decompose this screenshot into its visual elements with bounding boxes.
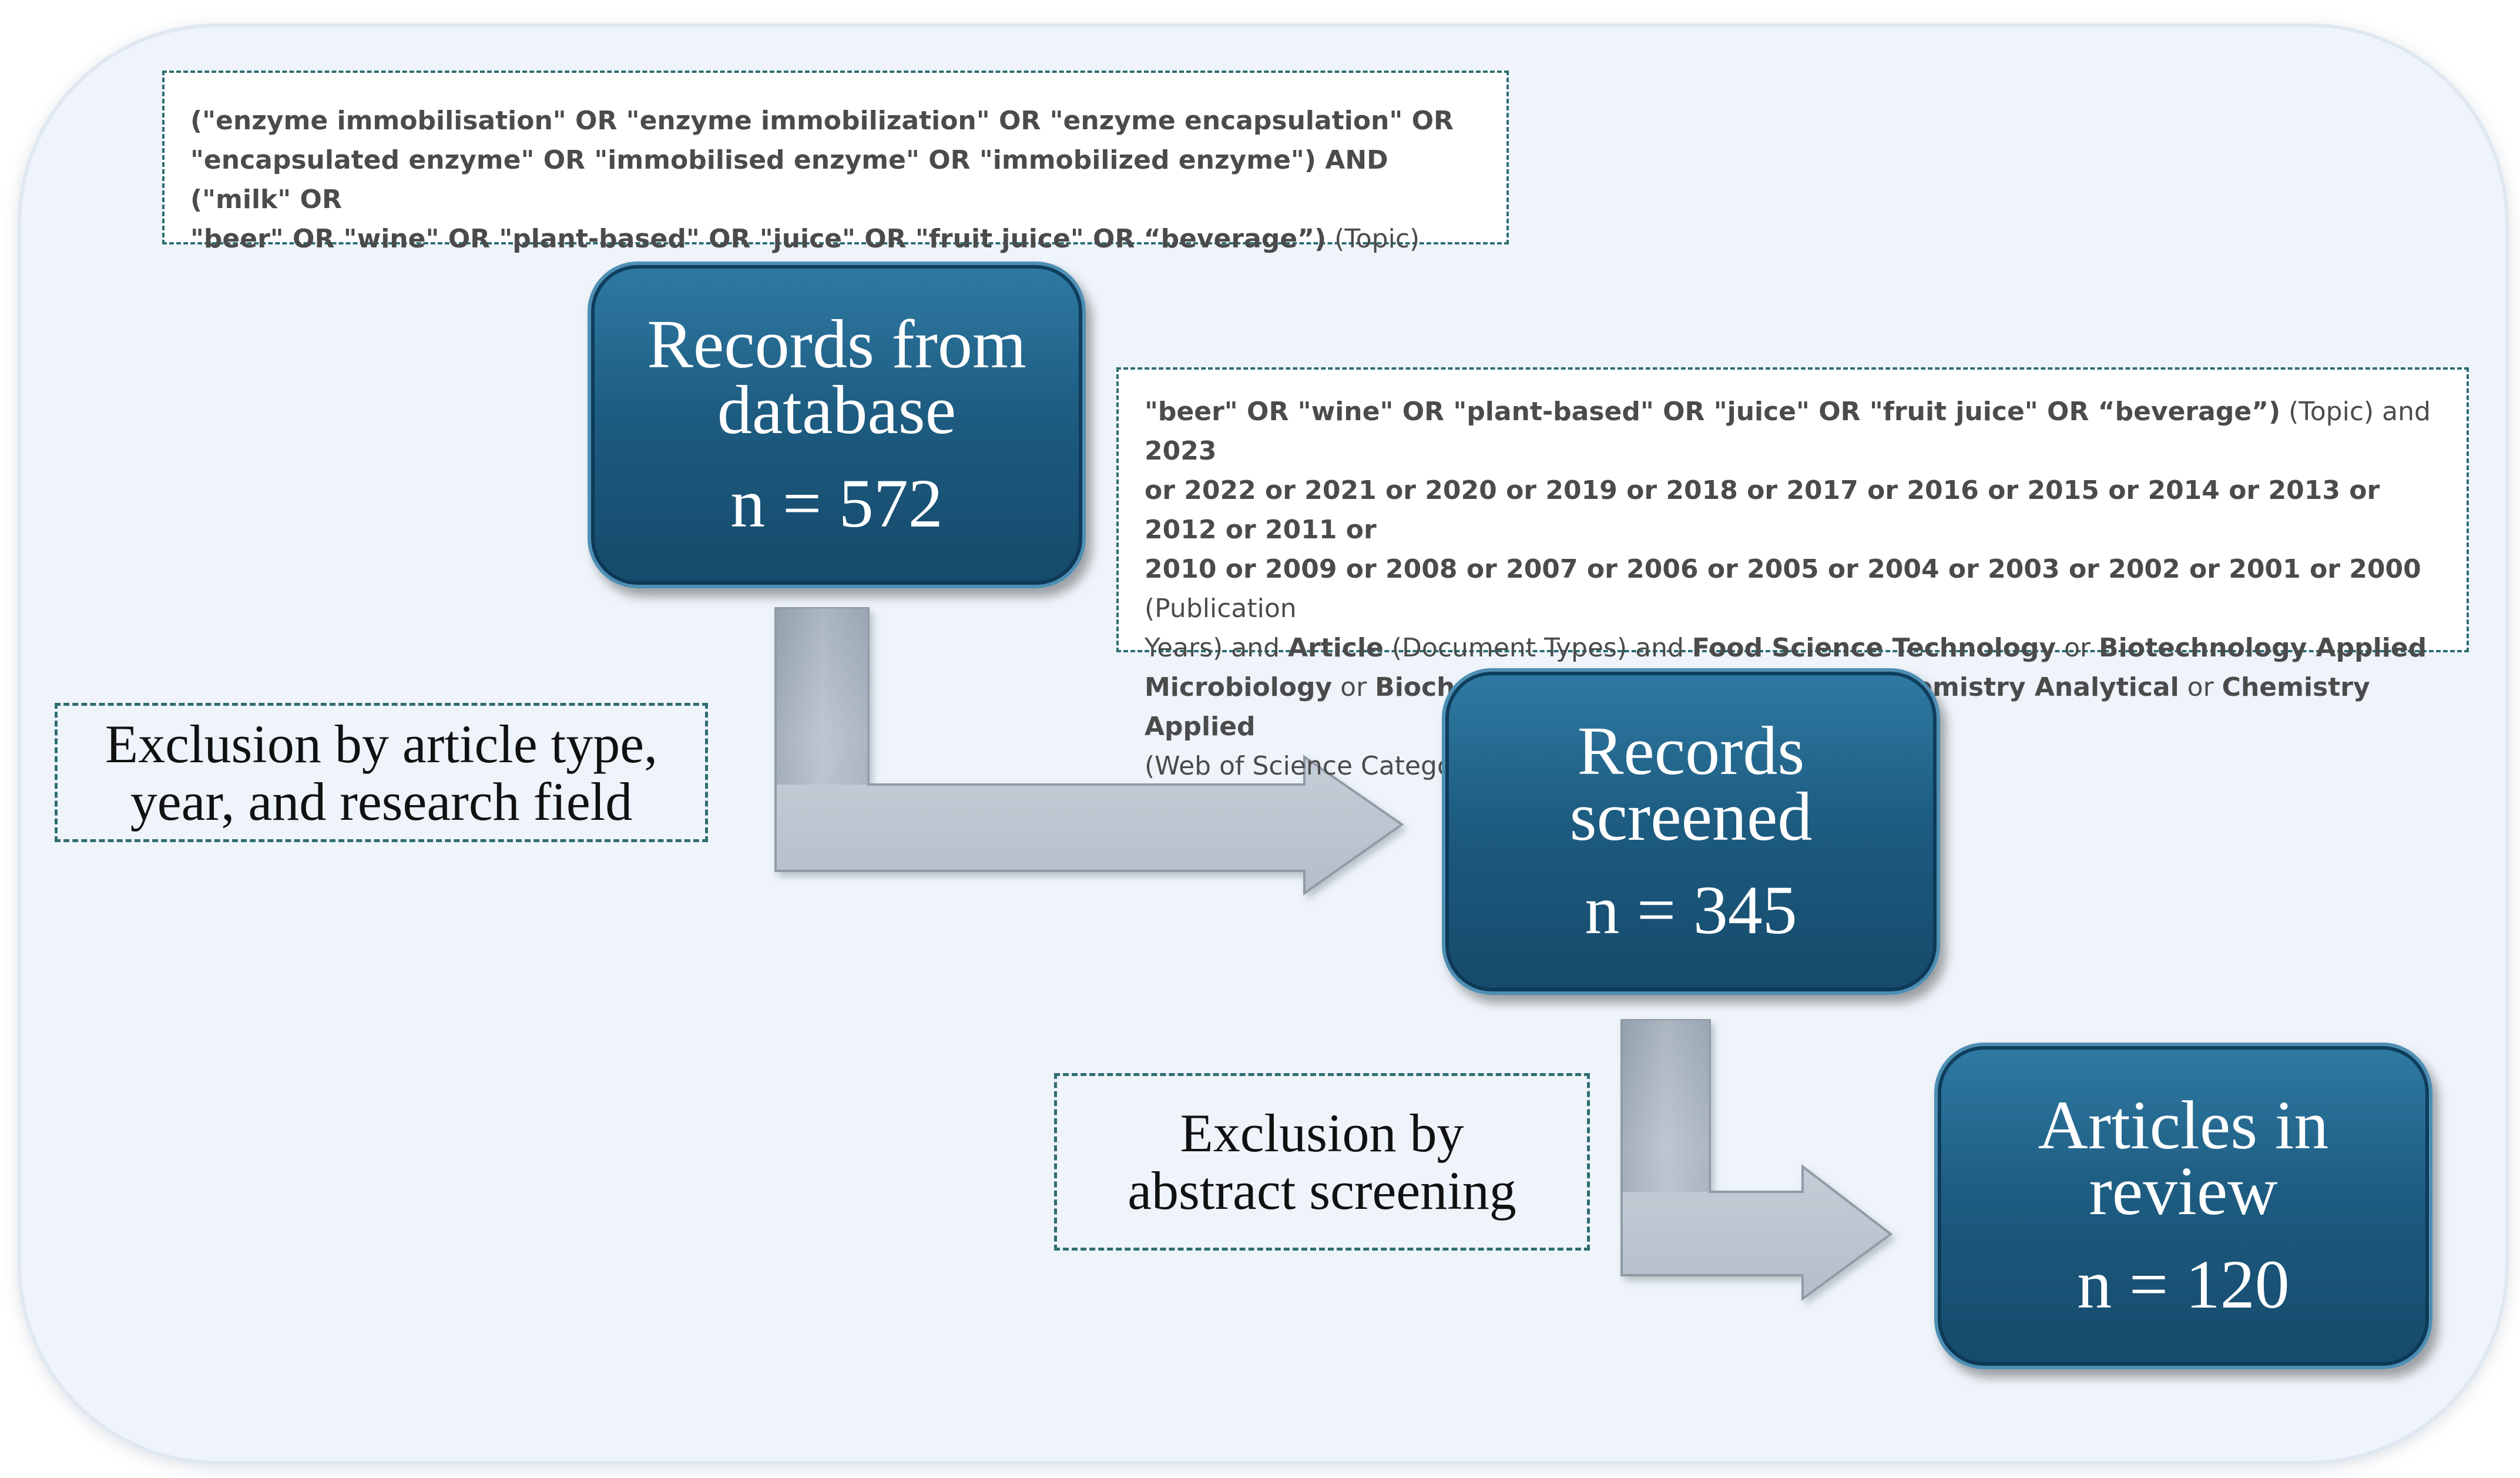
stage-title: Articles in review bbox=[2038, 1087, 2329, 1229]
articles-in-review-box: Articles in review n = 120 bbox=[1934, 1043, 2432, 1369]
stage-title: Records from database bbox=[647, 306, 1026, 448]
arrow-screened-to-articles bbox=[1620, 1019, 1893, 1301]
search-query-box: ("enzyme immobilisation" OR "enzyme immo… bbox=[162, 71, 1509, 254]
exclusion-label: Exclusion by article type, year, and res… bbox=[105, 713, 658, 832]
stage-count: n = 120 bbox=[2077, 1246, 2290, 1323]
filter-line: Years) and Article (Document Types) and … bbox=[1145, 633, 2427, 663]
stage-title: Records screened bbox=[1569, 712, 1813, 855]
stage-count: n = 572 bbox=[730, 465, 943, 542]
exclusion-label: Exclusion by abstract screening bbox=[1128, 1103, 1516, 1221]
exclusion-abstract-box: Exclusion by abstract screening bbox=[1054, 1073, 1590, 1251]
stage-count: n = 345 bbox=[1585, 872, 1797, 949]
filter-query-box: "beer" OR "wine" OR "plant-based" OR "ju… bbox=[1116, 367, 2469, 781]
records-from-database-box: Records from database n = 572 bbox=[588, 262, 1086, 588]
exclusion-type-year-field-box: Exclusion by article type, year, and res… bbox=[55, 703, 708, 842]
arrow-db-to-screened bbox=[774, 607, 1404, 896]
query-line: "encapsulated enzyme" OR "immobilised en… bbox=[190, 145, 1388, 215]
filter-line: 2010 or 2009 or 2008 or 2007 or 2006 or … bbox=[1145, 554, 2421, 624]
filter-line: or 2022 or 2021 or 2020 or 2019 or 2018 … bbox=[1145, 475, 2380, 545]
filter-line: "beer" OR "wine" OR "plant-based" OR "ju… bbox=[1145, 397, 2431, 466]
query-line: "beer" OR "wine" OR "plant-based" OR "ju… bbox=[190, 224, 1420, 254]
query-line: ("enzyme immobilisation" OR "enzyme immo… bbox=[190, 106, 1454, 136]
records-screened-box: Records screened n = 345 bbox=[1442, 668, 1940, 995]
